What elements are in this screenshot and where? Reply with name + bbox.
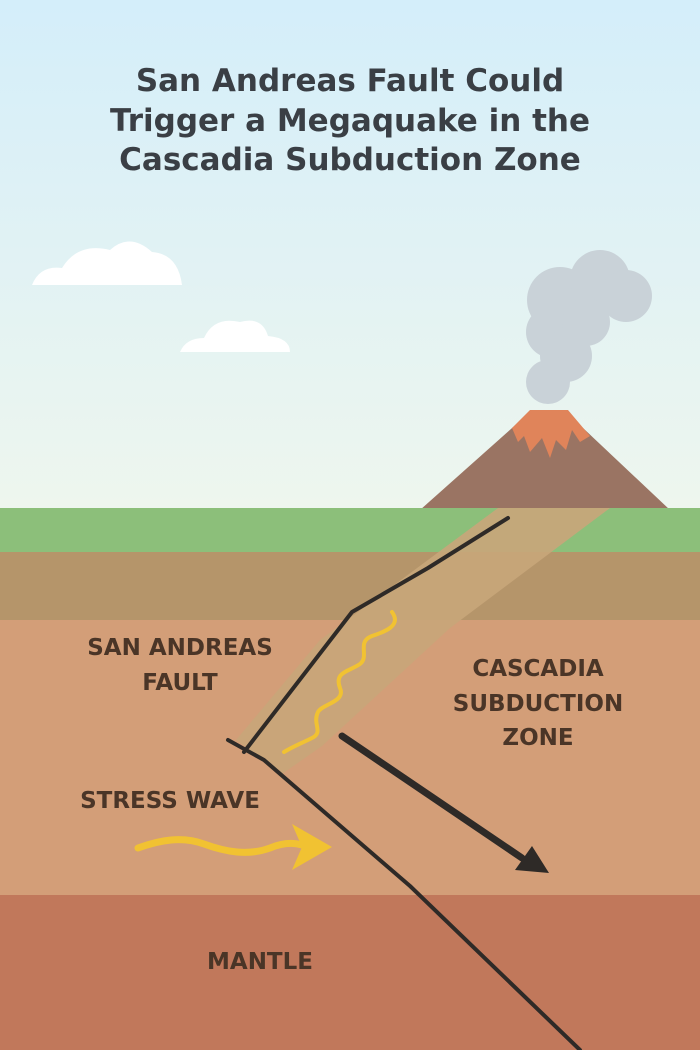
title-line: Trigger a Megaquake in the bbox=[109, 102, 590, 139]
cloud-icon bbox=[32, 241, 182, 285]
label-line: SAN ANDREAS bbox=[87, 635, 273, 661]
label-san-andreas-fault: SAN ANDREAS FAULT bbox=[64, 631, 296, 700]
volcano-icon bbox=[420, 410, 670, 510]
wave-arrow-head bbox=[292, 824, 332, 870]
label-stress-wave: STRESS WAVE bbox=[60, 784, 280, 819]
fault-stress-squiggle bbox=[282, 610, 397, 754]
soil-layer bbox=[0, 552, 700, 622]
page-title: San Andreas Fault Could Trigger a Megaqu… bbox=[40, 62, 660, 181]
label-mantle: MANTLE bbox=[170, 945, 350, 980]
label-line: FAULT bbox=[142, 669, 218, 696]
label-line: CASCADIA bbox=[472, 656, 604, 682]
fault-band bbox=[236, 508, 610, 774]
smoke-plume-icon bbox=[526, 250, 652, 404]
fault-line bbox=[242, 516, 510, 754]
mantle-layer bbox=[0, 895, 700, 1050]
title-line: Cascadia Subduction Zone bbox=[119, 142, 581, 179]
label-line: ZONE bbox=[502, 725, 574, 751]
label-line: MANTLE bbox=[207, 949, 313, 975]
lava bbox=[512, 410, 590, 458]
title-line: San Andreas Fault Could bbox=[135, 63, 565, 99]
wave-arrow-icon bbox=[134, 836, 306, 856]
label-cascadia-subduction-zone: CASCADIA SUBDUCTION ZONE bbox=[426, 652, 650, 756]
plate-arrow-icon bbox=[338, 732, 549, 873]
cloud-icon bbox=[180, 320, 290, 352]
subduction-slab-line bbox=[226, 738, 582, 1050]
label-line: STRESS WAVE bbox=[80, 788, 260, 814]
label-line: SUBDUCTION bbox=[452, 690, 624, 717]
